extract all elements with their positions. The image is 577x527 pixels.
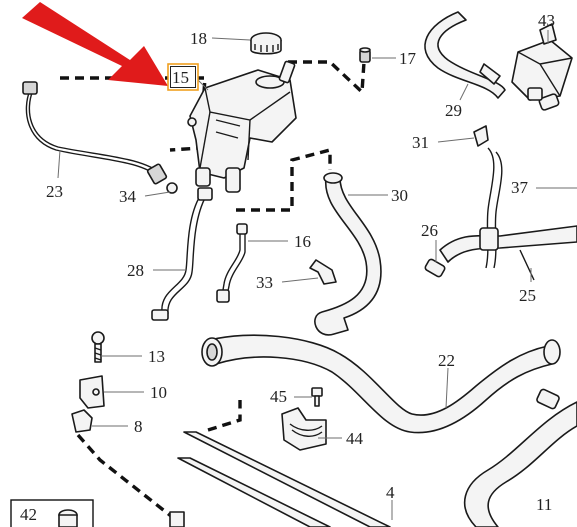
upper-hose <box>424 11 506 99</box>
callout-45: 45 <box>270 387 287 406</box>
filler-cap <box>250 32 282 55</box>
callout-16: 16 <box>294 232 311 251</box>
rubber-mount <box>71 409 93 433</box>
callout-15: 15 <box>172 68 189 87</box>
callout-10: 10 <box>150 383 167 402</box>
sensor-wire <box>22 81 178 194</box>
right-hose <box>439 147 577 281</box>
bracket <box>79 375 105 409</box>
callout-26: 26 <box>421 221 438 240</box>
main-radiator-hose <box>201 334 561 434</box>
expansion-tank <box>187 60 297 193</box>
callout-31: 31 <box>412 133 429 152</box>
callout-4: 4 <box>386 483 395 502</box>
dashed-connection-line <box>207 400 242 432</box>
callout-43: 43 <box>538 11 555 30</box>
callout-25: 25 <box>519 286 536 305</box>
leader-lines <box>57 30 577 520</box>
highlight-box <box>167 63 199 91</box>
highlight-inner-box <box>170 66 196 88</box>
callout-23: 23 <box>46 182 63 201</box>
callout-8: 8 <box>134 417 143 436</box>
callout-44: 44 <box>346 429 364 448</box>
callout-34: 34 <box>119 187 137 206</box>
screw <box>311 387 323 407</box>
inset-frame <box>10 499 94 527</box>
callout-28: 28 <box>127 261 144 280</box>
small-plug <box>359 47 371 63</box>
hose-clip-small <box>473 125 489 147</box>
hose-pipe <box>151 187 213 321</box>
highlight-arrow <box>22 2 168 86</box>
callout-11: 11 <box>536 495 552 514</box>
mounting-clip <box>281 407 327 451</box>
bleed-pipe <box>216 223 248 303</box>
callout-33: 33 <box>256 273 273 292</box>
callout-42: 42 <box>20 505 37 524</box>
callout-37: 37 <box>511 178 529 197</box>
dashed-connection-line <box>288 60 366 96</box>
dashed-connection-line <box>76 433 178 522</box>
inset-part <box>58 509 78 527</box>
callout-13: 13 <box>148 347 165 366</box>
hose-clip <box>309 259 337 285</box>
bolt <box>91 331 105 363</box>
lower-tank-hose <box>314 172 382 336</box>
support-bar <box>169 431 391 527</box>
lower-right-hose <box>464 388 577 527</box>
dashed-connection-line <box>236 147 332 212</box>
callout-17: 17 <box>399 49 417 68</box>
hose-clamp <box>424 258 446 278</box>
callout-22: 22 <box>438 351 455 370</box>
callout-30: 30 <box>391 186 408 205</box>
control-valve <box>511 23 573 111</box>
callout-29: 29 <box>445 101 462 120</box>
callout-18: 18 <box>190 29 207 48</box>
